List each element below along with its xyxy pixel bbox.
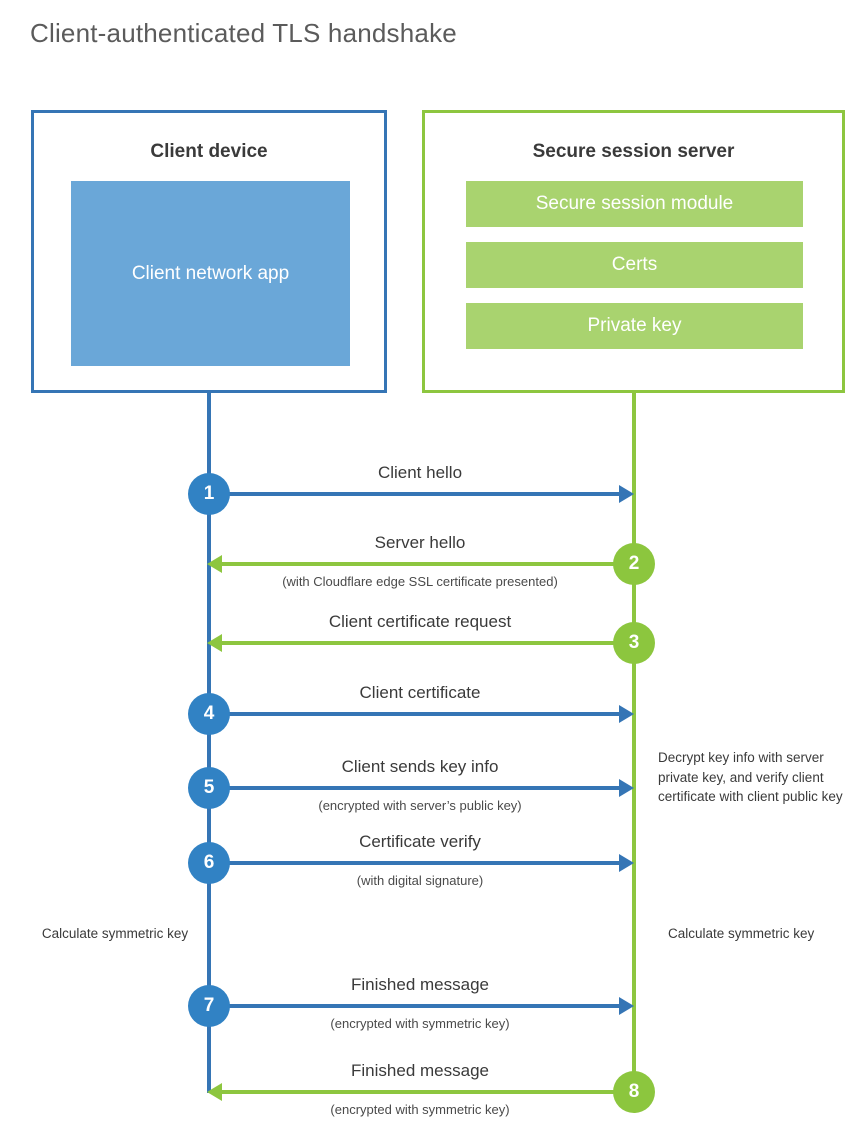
arrowhead-right-icon xyxy=(619,779,634,797)
server-lifeline xyxy=(632,393,636,1093)
message-line-4 xyxy=(209,712,619,716)
arrowhead-left-icon xyxy=(207,634,222,652)
message-sublabel-5: (encrypted with server’s public key) xyxy=(318,798,522,813)
server-module-list: Secure session module Certs Private key xyxy=(466,181,803,349)
client-device-title: Client device xyxy=(150,141,268,162)
message-label-1: Client hello xyxy=(377,463,463,482)
arrowhead-right-icon xyxy=(619,705,634,723)
note-calculate-symmetric-key-client: Calculate symmetric key xyxy=(41,926,189,941)
step-marker-3: 3 xyxy=(613,622,655,664)
message-line-6 xyxy=(209,861,619,865)
message-line-8 xyxy=(222,1090,634,1094)
client-lifeline xyxy=(207,393,211,1093)
message-label-3: Client certificate request xyxy=(328,612,512,631)
message-line-1 xyxy=(209,492,619,496)
client-device-box: Client device Client network app xyxy=(31,110,387,393)
client-network-app-block: Client network app xyxy=(71,181,350,366)
server-module-certs: Certs xyxy=(466,242,803,288)
arrowhead-left-icon xyxy=(207,555,222,573)
server-module-private-key: Private key xyxy=(466,303,803,349)
step-marker-1: 1 xyxy=(188,473,230,515)
message-label-8: Finished message xyxy=(351,1061,489,1080)
message-line-7 xyxy=(209,1004,619,1008)
page-title: Client-authenticated TLS handshake xyxy=(30,18,457,48)
arrowhead-right-icon xyxy=(619,854,634,872)
message-label-6: Certificate verify xyxy=(359,832,481,851)
secure-session-server-title: Secure session server xyxy=(532,141,735,162)
message-sublabel-6: (with digital signature) xyxy=(356,873,484,888)
message-line-5 xyxy=(209,786,619,790)
message-line-3 xyxy=(222,641,634,645)
message-label-7: Finished message xyxy=(351,975,489,994)
step-marker-5: 5 xyxy=(188,767,230,809)
step-marker-2: 2 xyxy=(613,543,655,585)
step-marker-6: 6 xyxy=(188,842,230,884)
note-calculate-symmetric-key-server: Calculate symmetric key xyxy=(668,926,815,941)
message-sublabel-8: (encrypted with symmetric key) xyxy=(330,1102,510,1117)
message-line-2 xyxy=(222,562,634,566)
server-module-secure-session: Secure session module xyxy=(466,181,803,227)
step-marker-7: 7 xyxy=(188,985,230,1027)
step-marker-4: 4 xyxy=(188,693,230,735)
message-sublabel-7: (encrypted with symmetric key) xyxy=(330,1016,510,1031)
message-sublabel-2: (with Cloudflare edge SSL certificate pr… xyxy=(282,574,558,589)
step-marker-8: 8 xyxy=(613,1071,655,1113)
secure-session-server-box: Secure session server Secure session mod… xyxy=(422,110,845,393)
note-decrypt-key-info: Decrypt key info with server private key… xyxy=(658,750,843,805)
arrowhead-right-icon xyxy=(619,485,634,503)
message-label-2: Server hello xyxy=(374,533,466,552)
message-label-5: Client sends key info xyxy=(341,757,499,776)
arrowhead-right-icon xyxy=(619,997,634,1015)
arrowhead-left-icon xyxy=(207,1083,222,1101)
message-label-4: Client certificate xyxy=(359,683,481,702)
